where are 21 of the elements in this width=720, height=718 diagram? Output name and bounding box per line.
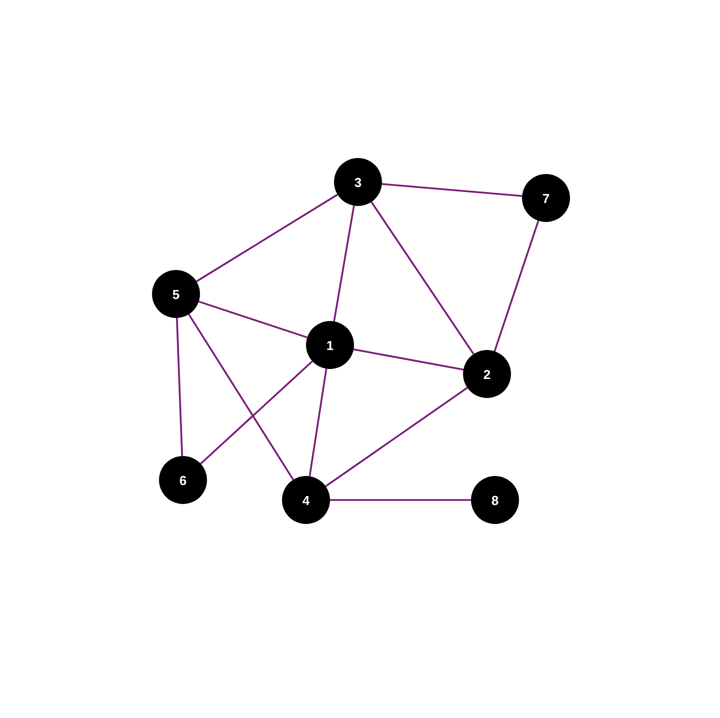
connector-line: [325, 386, 468, 488]
connector-line: [353, 348, 464, 371]
graph-vertex: 8: [471, 476, 519, 524]
graph-vertex: 7: [522, 174, 570, 222]
connector-line: [333, 206, 355, 322]
graph-vertex: 5: [152, 270, 200, 318]
connector-line: [198, 300, 308, 338]
connector-line: [494, 220, 540, 352]
graph-vertex: 6: [159, 456, 207, 504]
connector-line: [330, 499, 471, 501]
graph-vertex: 2: [463, 350, 511, 398]
connector-line: [308, 368, 328, 476]
connector-line: [196, 194, 338, 282]
graph-vertex: 4: [282, 476, 330, 524]
connector-line: [188, 314, 294, 480]
connector-line: [176, 318, 183, 456]
graph-vertex: 3: [334, 158, 382, 206]
connector-line: [370, 201, 474, 355]
connector-line: [382, 183, 522, 197]
graph-vertex: 1: [306, 321, 354, 369]
connector-line: [200, 360, 313, 464]
